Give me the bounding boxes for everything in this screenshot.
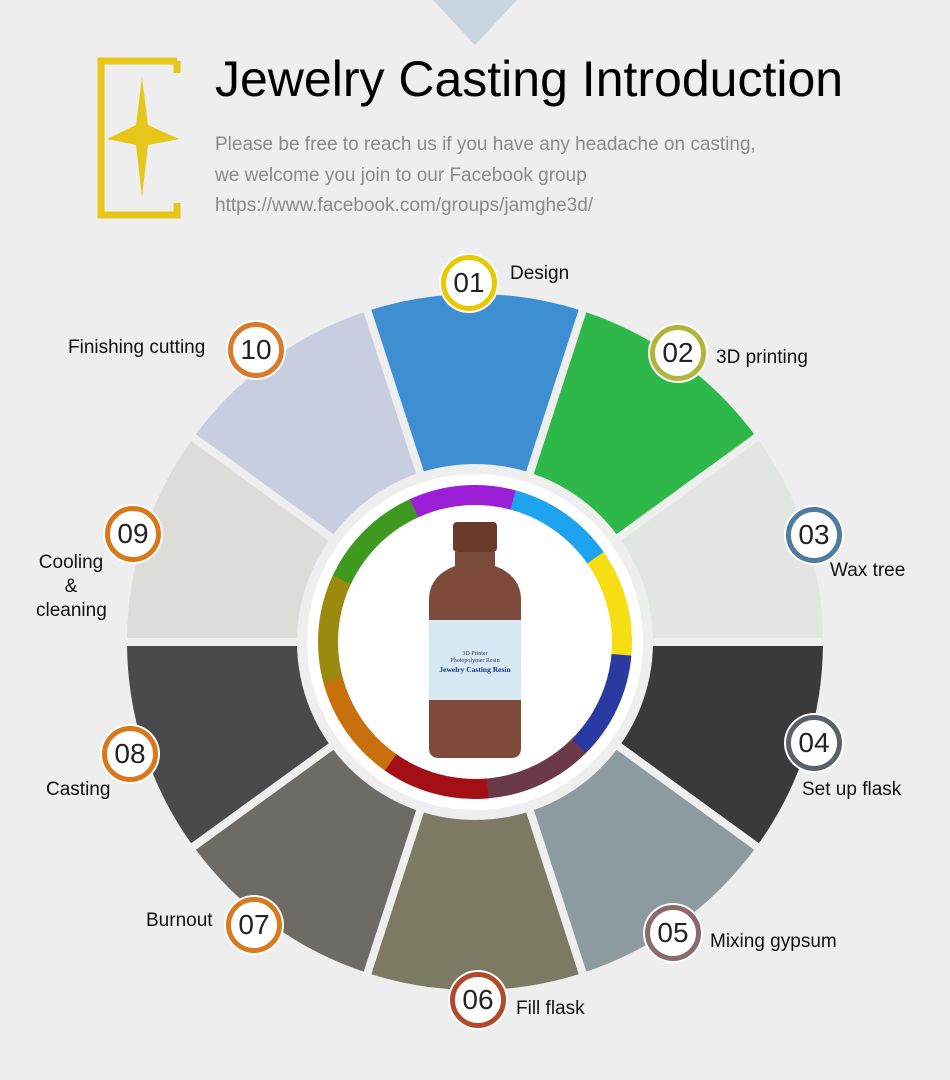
step-label: Wax tree <box>830 560 906 581</box>
step-label: Design <box>510 263 570 284</box>
bottle-label-title: Jewelry Casting Resin <box>439 665 511 674</box>
step-label: Burnout <box>146 910 213 931</box>
step-number-badge: 08 <box>102 726 158 782</box>
subtitle-line: Please be free to reach us if you have a… <box>215 134 756 155</box>
top-arrow <box>433 0 517 45</box>
step-number-badge: 01 <box>441 255 497 311</box>
logo-bracket-star <box>97 57 181 219</box>
step-label: Casting <box>46 779 111 800</box>
subtitle-line: we welcome you join to our Facebook grou… <box>215 165 587 186</box>
facebook-link[interactable]: https://www.facebook.com/groups/jamghe3d… <box>215 195 594 216</box>
step-label: Finishing cutting <box>68 337 206 358</box>
step-number-badge: 10 <box>228 322 284 378</box>
ring-segment <box>383 753 489 799</box>
ring-segment <box>485 738 587 799</box>
bottle-label-line: Photopolymer Resin <box>450 658 499 664</box>
step-number-badge: 06 <box>450 972 506 1028</box>
ring-segment <box>570 653 632 754</box>
step-number-badge: 04 <box>786 715 842 771</box>
step-label: Set up flask <box>802 779 902 800</box>
page-title: Jewelry Casting Introduction <box>215 51 844 107</box>
step-number-badge: 02 <box>650 325 706 381</box>
bottle-label-line: 3D Printer <box>462 651 487 657</box>
step-label: Fill flask <box>516 998 585 1019</box>
ring-segment <box>408 485 517 518</box>
ring-segment <box>323 676 397 771</box>
ring-segment <box>318 574 352 683</box>
resin-bottle-image: 3D Printer Photopolymer Resin Jewelry Ca… <box>429 522 521 758</box>
step-number-badge: 03 <box>786 507 842 563</box>
step-label: 3D printing <box>716 347 808 368</box>
ring-segment <box>510 490 605 565</box>
step-number-badge: 07 <box>226 897 282 953</box>
step-number-badge: 05 <box>645 905 701 961</box>
step-label: Mixing gypsum <box>710 931 837 952</box>
ring-segment <box>332 499 419 585</box>
step-label: Cooling & cleaning <box>36 552 107 621</box>
ring-segment <box>587 551 632 658</box>
step-number-badge: 09 <box>105 506 161 562</box>
